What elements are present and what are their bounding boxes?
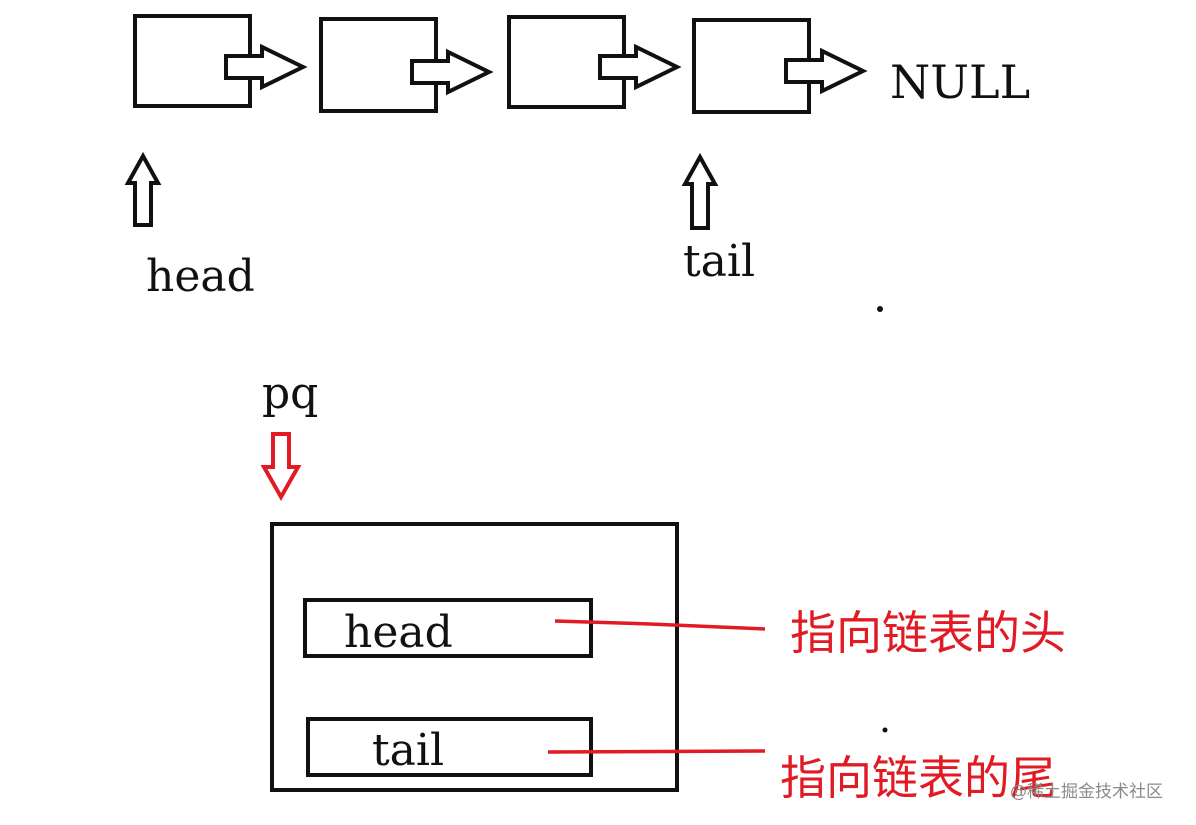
next-arrow-icon (784, 47, 868, 95)
null-label: NULL (890, 55, 1031, 109)
queue-struct-box (270, 522, 679, 792)
tail-field-box (306, 717, 593, 777)
tail-up-arrow-icon (681, 152, 719, 230)
head-pointer-label: head (146, 251, 255, 302)
watermark-text: @稀土掘金技术社区 (1010, 782, 1163, 802)
head-field-box (303, 598, 593, 658)
head-note-line (554, 619, 766, 631)
pq-down-arrow-icon (260, 432, 302, 502)
head-note-text: 指向链表的头 (790, 606, 1066, 660)
tail-note-line (547, 749, 766, 754)
head-up-arrow-icon (124, 151, 162, 227)
tail-field-label: tail (372, 725, 445, 776)
stray-dot (877, 306, 883, 312)
next-arrow-icon (410, 48, 494, 96)
tail-pointer-label: tail (683, 236, 756, 287)
head-field-label: head (344, 607, 453, 658)
pq-label: pq (262, 368, 319, 419)
tail-note-text: 指向链表的尾 (780, 751, 1056, 805)
next-arrow-icon (224, 43, 308, 91)
stray-dot (882, 727, 888, 733)
next-arrow-icon (598, 43, 682, 91)
